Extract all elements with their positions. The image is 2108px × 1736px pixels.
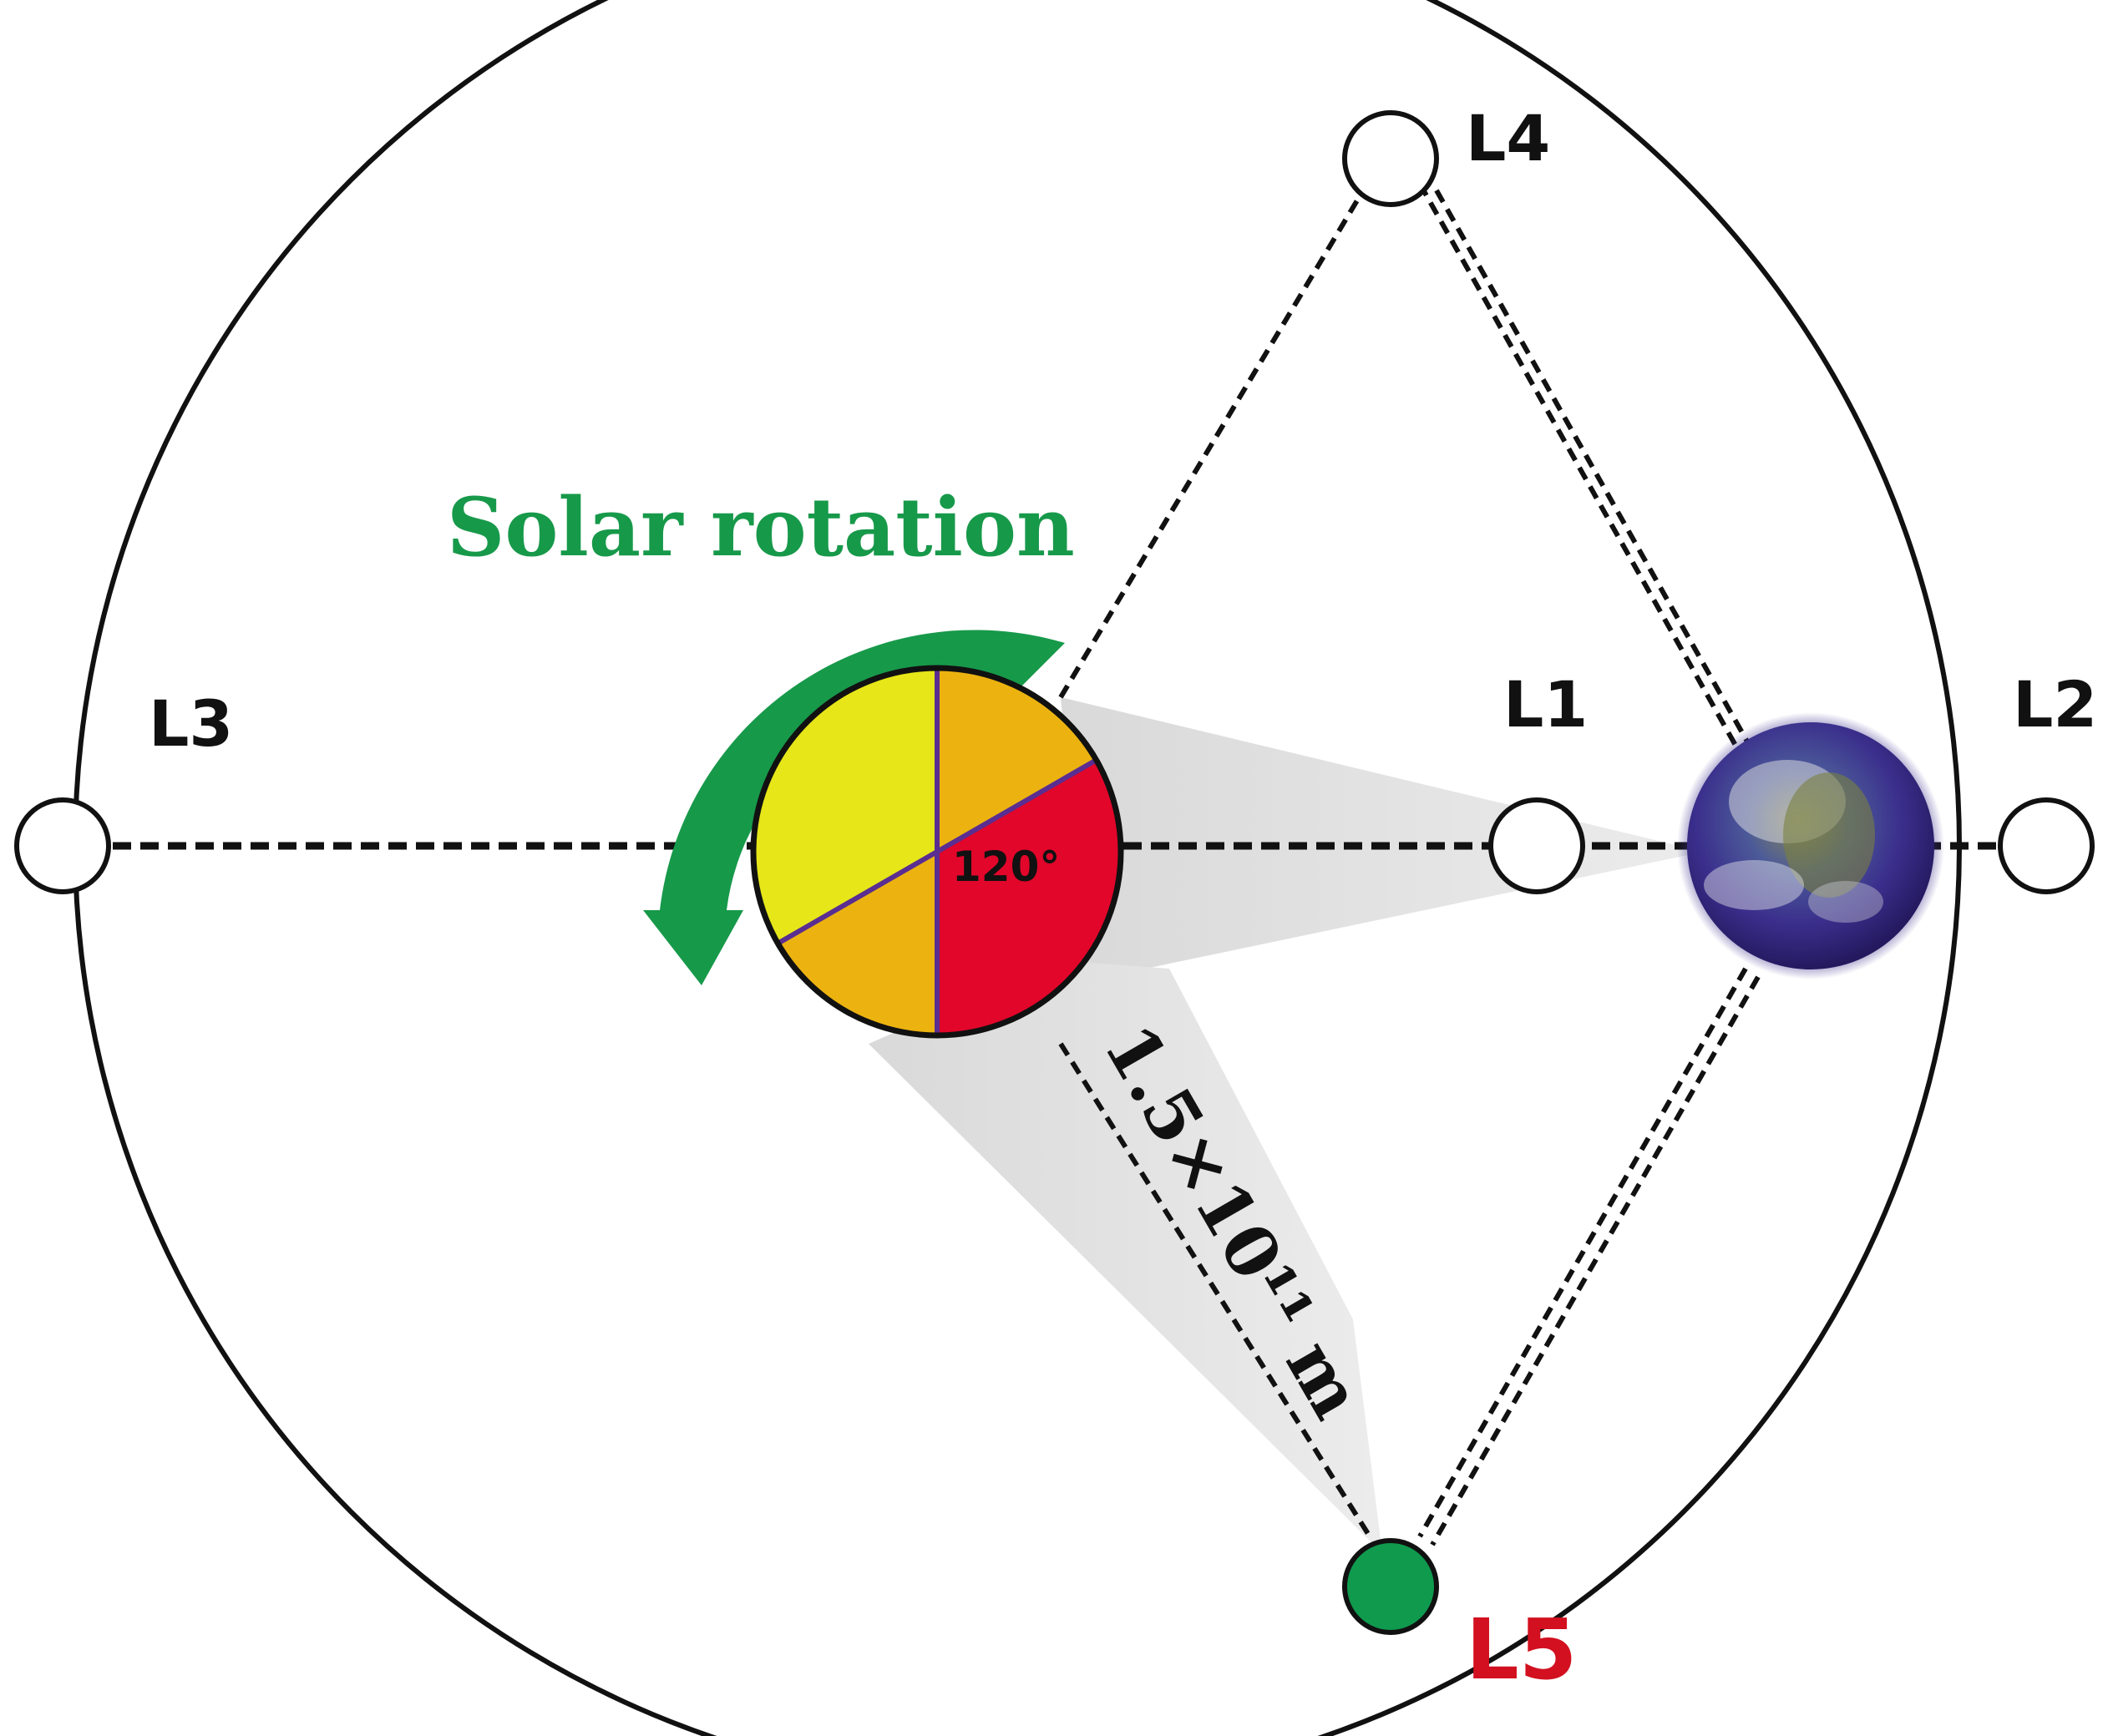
sun-sector-yellow — [752, 667, 937, 944]
lagrange-point-l5 — [1342, 1538, 1439, 1635]
earth-sight-cone — [1061, 697, 1704, 981]
sun-outline — [750, 665, 1124, 1039]
earth-icon — [1677, 712, 1944, 979]
earth-l5-line — [1417, 967, 1748, 1538]
l4-earth-line — [1417, 182, 1744, 757]
sun-l4-line — [1058, 199, 1360, 699]
lagrange-point-l2 — [1998, 797, 2095, 894]
label-l3: L3 — [149, 686, 233, 761]
sun-sector-red-120 — [937, 760, 1122, 1036]
sun-l5-line — [1058, 1042, 1372, 1538]
l4-earth-line-outer — [1434, 189, 1765, 770]
label-l1: L1 — [1503, 667, 1588, 741]
lagrange-point-l3 — [14, 797, 111, 894]
label-l5: L5 — [1466, 1601, 1577, 1698]
lagrange-point-l4 — [1342, 110, 1439, 207]
sun-angle-label: 120° — [952, 843, 1060, 891]
label-l4: L4 — [1466, 101, 1550, 175]
sun-divider — [776, 757, 1098, 946]
l5-sight-cone — [869, 960, 1382, 1553]
sun-icon: 120° — [750, 665, 1124, 1039]
solar-rotation-title: Solar rotation — [447, 480, 1075, 574]
label-l2: L2 — [2013, 667, 2097, 741]
lagrange-point-l1 — [1488, 797, 1585, 894]
earth-l5-line-outer — [1430, 975, 1761, 1546]
